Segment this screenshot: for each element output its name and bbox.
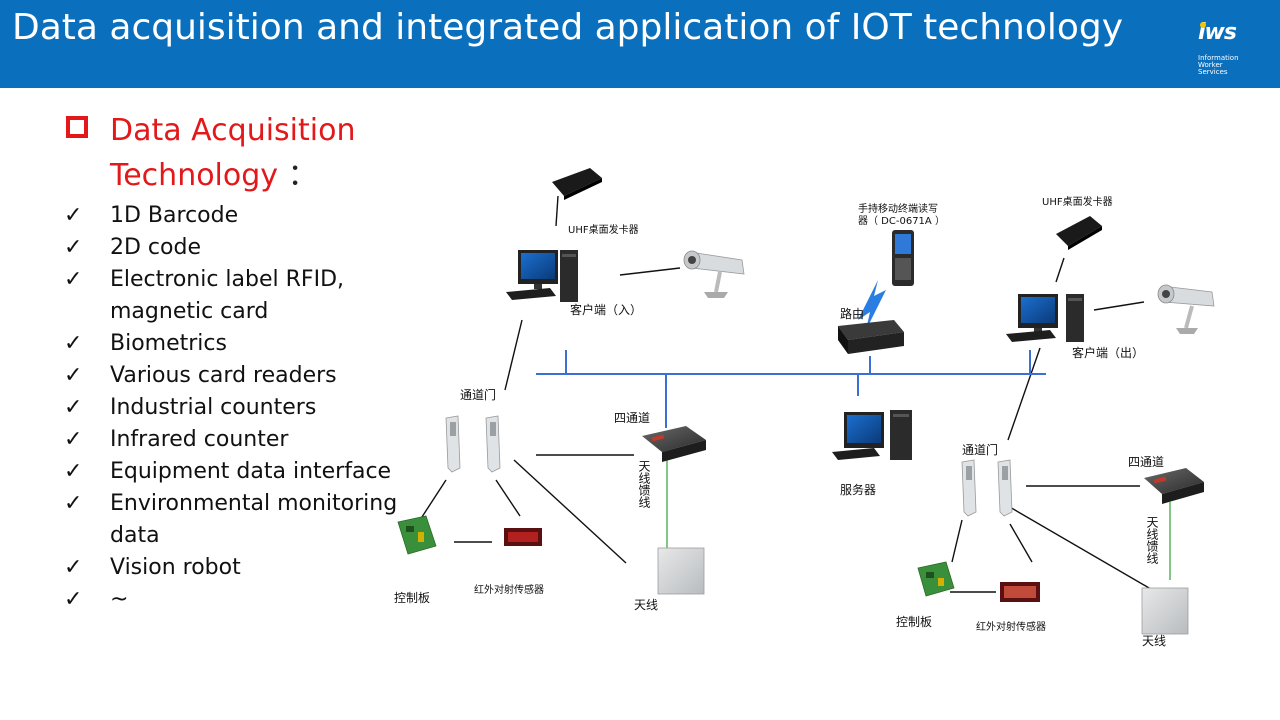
label-uhf-reader-left: UHF桌面发卡器 [568, 223, 639, 236]
label-client-in: 客户端（入） [570, 302, 642, 317]
label-four-channel-right: 四通道 [1128, 455, 1164, 469]
uhf-card-reader-left [552, 168, 602, 200]
connection-lines [419, 195, 1157, 593]
router [838, 320, 904, 354]
infrared-sensor-right [1000, 582, 1040, 602]
label-server: 服务器 [840, 482, 876, 497]
control-board-left [397, 515, 437, 555]
list-item-text: Various card readers [110, 363, 337, 388]
channel-gate-left [445, 415, 501, 473]
checkmark-icon: ✓ [64, 395, 83, 420]
checkmark-icon: ✓ [64, 491, 83, 516]
label-antenna-right: 天线 [1142, 634, 1166, 648]
checkmark-icon: ✓ [64, 203, 83, 228]
list-item: ✓ Infrared counter [62, 424, 402, 456]
channel-gate-right [961, 459, 1013, 517]
client-computer-out [1006, 294, 1084, 342]
technology-checklist: ✓ 1D Barcode ✓ 2D code ✓ Electronic label R… [62, 200, 402, 616]
slide-header: Data acquisition and integrated applicat… [0, 0, 1280, 88]
list-item: ✓ 2D code [62, 232, 402, 264]
iws-logo: iws Information Worker Services [1196, 20, 1266, 80]
slide-title: Data acquisition and integrated applicat… [12, 7, 1124, 48]
checkmark-icon: ✓ [64, 555, 83, 580]
list-item-text: Biometrics [110, 331, 227, 356]
list-item: ✓ Biometrics [62, 328, 402, 360]
list-item-text: Vision robot [110, 555, 241, 580]
antenna-panel-right [1141, 587, 1189, 635]
label-feeder-right: 天线馈线 [1145, 516, 1159, 564]
list-item-text: Environmental monitoring data [110, 491, 398, 548]
list-item-text: 1D Barcode [110, 203, 239, 228]
checkmark-icon: ✓ [64, 235, 83, 260]
logo-line: Worker [1198, 61, 1223, 69]
checkmark-icon: ✓ [64, 363, 83, 388]
antenna-feeders [666, 460, 1171, 580]
label-ir-right: 红外对射传感器 [976, 620, 1046, 633]
logo-line: Information [1198, 54, 1239, 62]
network-bus [536, 350, 1046, 428]
label-ir-left: 红外对射传感器 [474, 583, 544, 596]
label-router: 路由 [840, 306, 864, 321]
list-item: ✓~ [62, 584, 402, 616]
label-control-right: 控制板 [896, 615, 932, 629]
list-item-text: 2D code [110, 235, 201, 260]
label-gate-right: 通道门 [962, 442, 998, 457]
heading-text: Technology [110, 158, 279, 193]
technology-list-panel: Data Acquisition Technology ： ✓ 1D Barcod… [62, 108, 402, 616]
label-feeder-left: 天线馈线 [637, 460, 651, 508]
handheld-terminal [892, 230, 914, 286]
control-board-right [917, 561, 955, 597]
logo-subtitle: Information Worker Services [1198, 55, 1258, 76]
checkmark-icon: ✓ [64, 331, 83, 356]
checkmark-icon: ✓ [64, 427, 83, 452]
list-item-text: Industrial counters [110, 395, 317, 420]
section-heading: Data Acquisition Technology ： [62, 108, 402, 198]
list-item-text: Infrared counter [110, 427, 289, 452]
list-item: ✓ Vision robot [62, 552, 402, 584]
checkmark-icon: ✓ [64, 459, 83, 484]
iot-network-diagram: UHF桌面发卡器 UHF桌面发卡器 客户端（入） 客户端（出） 手持移动终端读写… [394, 168, 1215, 648]
infrared-sensor-left [504, 528, 542, 546]
list-item-text: Electronic label RFID, magnetic card [110, 267, 344, 324]
heading-line-1: Data Acquisition [110, 113, 356, 148]
list-item: ✓ Industrial counters [62, 392, 402, 424]
surveillance-camera-right [1157, 284, 1215, 334]
label-handheld-line1: 手持移动终端读写 [858, 202, 938, 215]
client-computer-in [506, 250, 578, 302]
logo-dot-icon [1200, 22, 1206, 28]
uhf-card-reader-right [1056, 216, 1102, 250]
logo-line: Services [1198, 68, 1228, 76]
surveillance-camera-left [683, 250, 745, 298]
wireless-signal-icon [858, 280, 886, 330]
label-antenna-left: 天线 [634, 598, 658, 612]
label-client-out: 客户端（出） [1072, 345, 1144, 360]
label-gate-left: 通道门 [460, 387, 496, 402]
square-bullet-icon [66, 116, 88, 138]
antenna-panel-left [657, 547, 705, 595]
checkmark-icon: ✓ [64, 587, 83, 612]
checkmark-icon: ✓ [64, 267, 83, 292]
heading-line-2: Technology ： [110, 153, 402, 198]
list-item: ✓ Equipment data interface [62, 456, 402, 488]
four-channel-reader-left [642, 426, 706, 462]
heading-colon: ： [287, 158, 318, 193]
label-uhf-reader-right: UHF桌面发卡器 [1042, 195, 1113, 208]
list-item: ✓ Environmental monitoring data [62, 488, 402, 552]
label-control-left: 控制板 [394, 591, 430, 605]
four-channel-reader-right [1144, 468, 1204, 504]
list-item-text: Equipment data interface [110, 459, 392, 484]
list-item: ✓ Various card readers [62, 360, 402, 392]
list-item-text: ~ [110, 587, 129, 612]
list-item: ✓ 1D Barcode [62, 200, 402, 232]
server-computer [832, 410, 912, 460]
label-four-channel-left: 四通道 [614, 411, 650, 425]
list-item: ✓ Electronic label RFID, magnetic card [62, 264, 402, 328]
label-handheld-line2: 器（ DC-0671A ） [858, 215, 945, 227]
